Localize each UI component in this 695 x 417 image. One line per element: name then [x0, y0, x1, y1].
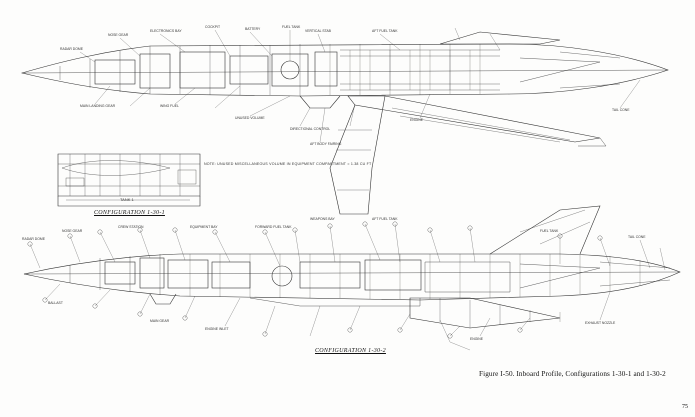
callout-crew-station: CREW STATION	[118, 225, 144, 229]
callout-fuel-tank-b: FUEL TANK	[540, 229, 559, 233]
detail-label: TANK 1	[120, 197, 134, 202]
callout-directional-control: DIRECTIONAL CONTROL	[290, 127, 331, 131]
callout-tail-cone: TAIL CONE	[612, 108, 630, 112]
callout-engine-inlet: ENGINE INLET	[205, 327, 229, 331]
callout-nose-gear-b: NOSE GEAR	[62, 229, 83, 233]
callout-forward-fuel-tank: FORWARD FUEL TANK	[255, 225, 292, 229]
callout-main-gear: MAIN GEAR	[150, 319, 170, 323]
callout-unused-volume: UNUSED VOLUME	[235, 116, 265, 120]
callout-electronics-bay: ELECTRONICS BAY	[150, 29, 182, 33]
callout-vertical-stab: VERTICAL STAB	[305, 29, 331, 33]
callout-engine-b: ENGINE	[470, 337, 483, 341]
top-wing	[329, 95, 607, 215]
callout-fuel-tank: FUEL TANK	[282, 25, 301, 29]
detail-section	[57, 153, 201, 207]
callout-aft-fuel-tank: AFT FUEL TANK	[372, 29, 398, 33]
station-markers	[27, 221, 603, 339]
callout-exhaust-nozzle: EXHAUST NOZZLE	[585, 321, 616, 325]
callout-radar-dome-b: RADAR DOME	[22, 237, 45, 241]
page-number: 75	[682, 404, 688, 410]
callout-tail-cone-b: TAIL CONE	[628, 235, 646, 239]
volume-note: NOTE: UNUSED MISCELLANEOUS VOLUME IN EQU…	[204, 162, 372, 166]
callout-equipment-bay: EQUIPMENT BAY	[190, 225, 218, 229]
callout-engine: ENGINE	[410, 118, 423, 122]
configuration-label-top: CONFIGURATION 1-30-1	[94, 210, 165, 216]
callout-main-landing-gear: MAIN LANDING GEAR	[80, 104, 116, 108]
figure-caption: Figure I-50. Inboard Profile, Configurat…	[479, 370, 666, 378]
callout-battery: BATTERY	[245, 27, 261, 31]
callout-ballast: BALLAST	[48, 301, 63, 305]
bottom-fuselage	[23, 205, 681, 329]
callout-wing-fuel: WING FUEL	[160, 104, 179, 108]
bottom-leaders	[29, 223, 666, 351]
callout-weapons-bay: WEAPONS BAY	[310, 217, 335, 221]
callout-aft-fuel-tank-b: AFT FUEL TANK	[372, 217, 398, 221]
callout-aft-body-fairing: AFT BODY FAIRING	[310, 142, 342, 146]
top-leaders	[79, 27, 641, 143]
callout-cockpit: COCKPIT	[205, 25, 221, 29]
configuration-label-bottom: CONFIGURATION 1-30-2	[315, 348, 386, 354]
callout-nose-gear: NOSE GEAR	[108, 33, 129, 37]
top-fuselage	[20, 31, 669, 109]
callout-radar-dome: RADAR DOME	[60, 47, 83, 51]
